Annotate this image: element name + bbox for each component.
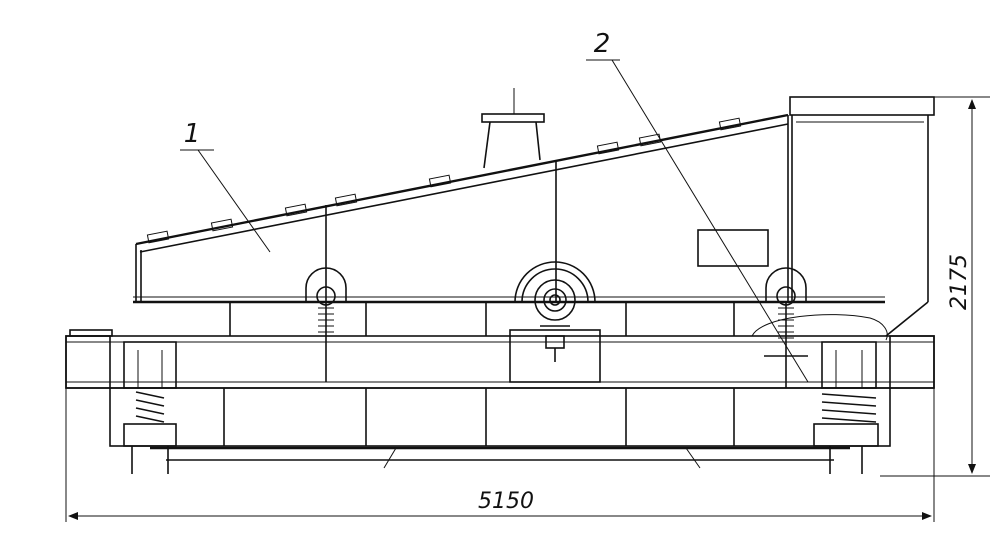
spring-support-right bbox=[813, 341, 879, 474]
deck-clamps bbox=[146, 117, 742, 244]
callout-2-label: 2 bbox=[594, 29, 611, 59]
support-frame bbox=[65, 302, 935, 469]
height-dimension: 2175 bbox=[880, 96, 990, 477]
discharge-hopper bbox=[789, 96, 935, 337]
callout-1-label: 1 bbox=[184, 119, 201, 149]
spring-support-left bbox=[123, 341, 177, 474]
callout-2: 2 bbox=[586, 29, 809, 383]
exciter-drive bbox=[509, 261, 601, 383]
height-dimension-text: 2175 bbox=[947, 254, 972, 310]
length-dimension: 5150 bbox=[65, 388, 935, 522]
length-dimension-text: 5150 bbox=[478, 489, 534, 514]
spring-hanger-right bbox=[751, 267, 888, 388]
callout-1: 1 bbox=[180, 119, 271, 253]
screen-box bbox=[133, 88, 885, 304]
